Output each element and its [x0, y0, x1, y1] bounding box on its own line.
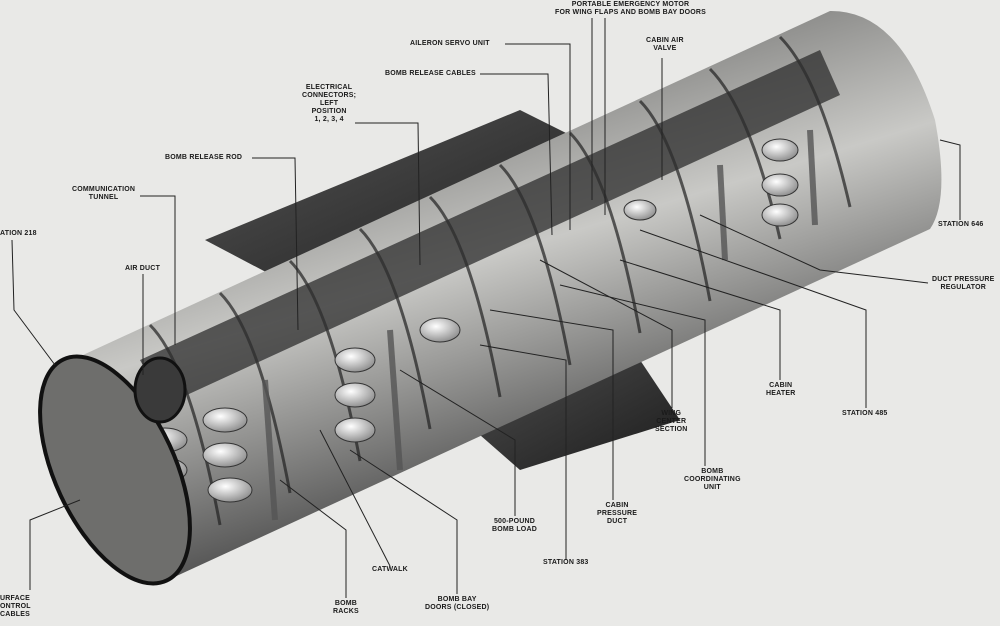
label-station-646: STATION 646 [938, 221, 984, 228]
fuselage-shell [70, 10, 942, 580]
label-catwalk: CATWALK [372, 566, 408, 573]
label-station-383: STATION 383 [543, 559, 589, 566]
label-bomb-release-cables: BOMB RELEASE CABLES [385, 70, 476, 77]
label-communication-tunnel: COMMUNICATION TUNNEL [72, 186, 136, 201]
label-station-218: ATION 218 [0, 230, 37, 237]
leader-lines [11, 18, 961, 598]
label-cabin-air-valve: CABIN AIR VALVE [646, 37, 684, 52]
label-bomb-release-rod: BOMB RELEASE ROD [165, 154, 243, 161]
label-500-pound-bomb-load: 500-POUND BOMB LOAD [492, 518, 537, 533]
bomb-racks [262, 129, 818, 521]
label-bomb-coordinating-unit: BOMB COORDINATING UNIT [684, 468, 741, 491]
label-aileron-servo-unit: AILERON SERVO UNIT [410, 40, 490, 47]
label-cabin-pressure-duct: CABIN PRESSURE DUCT [597, 502, 638, 525]
label-portable-emergency-motor: PORTABLE EMERGENCY MOTOR FOR WING FLAPS … [555, 1, 707, 16]
label-duct-pressure-regulator: DUCT PRESSURE REGULATOR [932, 276, 995, 291]
communication-tunnel [140, 50, 840, 405]
label-surface-control-cables: URFACE ONTROL CABLES [0, 595, 31, 618]
label-cabin-heater: CABIN HEATER [766, 382, 796, 397]
label-bomb-racks: BOMB RACKS [333, 600, 359, 615]
label-wing-center-section: WING CENTER SECTION [655, 410, 688, 433]
label-station-485: STATION 485 [842, 410, 888, 417]
label-bomb-bay-doors: BOMB BAY DOORS (CLOSED) [425, 596, 490, 611]
label-electrical-connectors: ELECTRICAL CONNECTORS; LEFT POSITION 1, … [302, 84, 357, 123]
label-air-duct: AIR DUCT [125, 265, 161, 272]
fuselage-opening [38, 354, 192, 586]
